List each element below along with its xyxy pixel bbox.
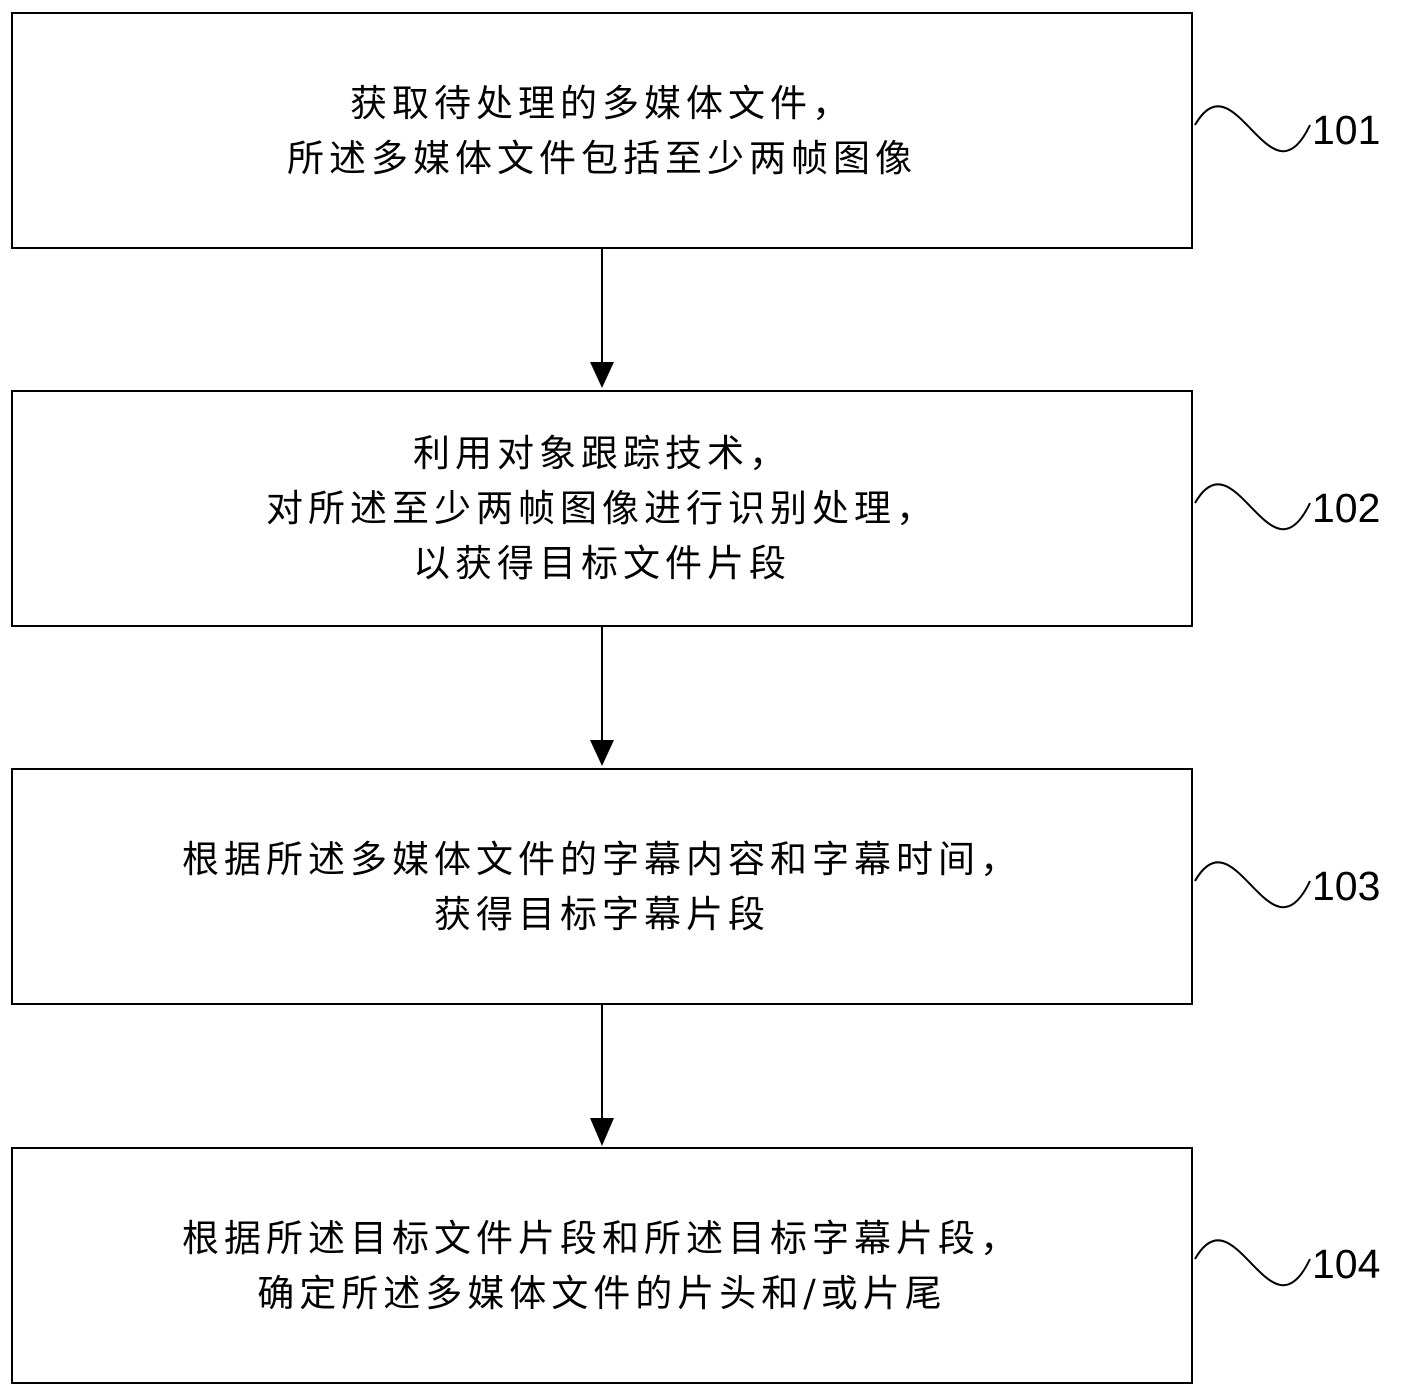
step-103-line-1: 根据所述多媒体文件的字幕内容和字幕时间， [182, 832, 1022, 887]
arrow-102-to-103 [590, 627, 614, 766]
leader-104 [1195, 1240, 1310, 1285]
step-box-101: 获取待处理的多媒体文件， 所述多媒体文件包括至少两帧图像 [11, 12, 1193, 249]
step-box-103: 根据所述多媒体文件的字幕内容和字幕时间， 获得目标字幕片段 [11, 768, 1193, 1005]
step-box-102: 利用对象跟踪技术， 对所述至少两帧图像进行识别处理， 以获得目标文件片段 [11, 390, 1193, 627]
step-101-line-1: 获取待处理的多媒体文件， [350, 76, 854, 131]
step-id-102: 102 [1312, 488, 1380, 529]
step-104-line-1: 根据所述目标文件片段和所述目标字幕片段， [182, 1211, 1022, 1266]
step-102-line-3: 以获得目标文件片段 [413, 536, 791, 591]
step-104-line-2: 确定所述多媒体文件的片头和/或片尾 [257, 1266, 946, 1321]
leader-102 [1195, 484, 1310, 529]
step-102-line-2: 对所述至少两帧图像进行识别处理， [266, 481, 938, 536]
arrow-103-to-104 [590, 1005, 614, 1146]
step-box-104: 根据所述目标文件片段和所述目标字幕片段， 确定所述多媒体文件的片头和/或片尾 [11, 1147, 1193, 1384]
step-101-line-2: 所述多媒体文件包括至少两帧图像 [287, 131, 917, 186]
arrow-101-to-102 [590, 249, 614, 388]
step-id-103: 103 [1312, 866, 1380, 907]
step-id-101: 101 [1312, 110, 1380, 151]
step-103-line-2: 获得目标字幕片段 [434, 887, 770, 942]
leader-101 [1195, 106, 1310, 151]
leader-103 [1195, 862, 1310, 907]
step-id-104: 104 [1312, 1244, 1380, 1285]
step-102-line-1: 利用对象跟踪技术， [413, 426, 791, 481]
